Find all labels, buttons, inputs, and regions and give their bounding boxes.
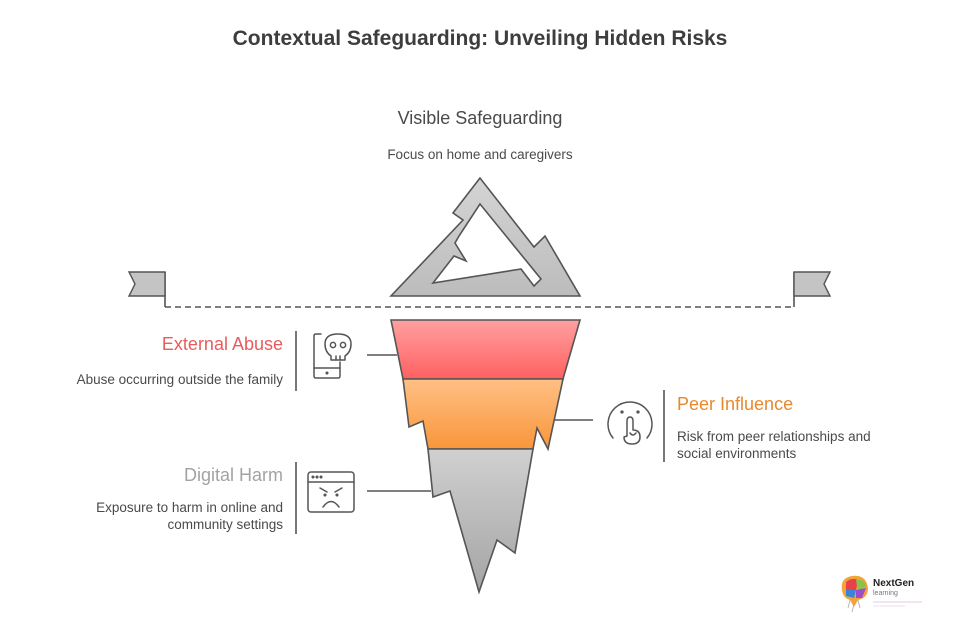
layer-peer-influence xyxy=(402,378,564,452)
peer-influence-description-line2: social environments xyxy=(677,446,797,461)
shushing-face-icon xyxy=(607,401,653,445)
layer-external-abuse xyxy=(390,319,582,380)
digital-harm-description-line1: Exposure to harm in online and xyxy=(96,500,283,515)
visible-safeguarding-description: Focus on home and caregivers xyxy=(387,147,573,162)
angry-browser-icon xyxy=(307,471,355,513)
logo-subtitle: learning xyxy=(873,590,898,597)
visible-safeguarding-heading: Visible Safeguarding xyxy=(397,108,563,128)
digital-harm-description-line2: community settings xyxy=(167,517,283,532)
right-flag-icon xyxy=(793,271,832,297)
phone-skull-icon xyxy=(313,333,352,379)
logo-name: NextGen xyxy=(873,578,915,589)
peer-influence-heading: Peer Influence xyxy=(677,394,794,414)
peer-influence-description-line1: Risk from peer relationships and xyxy=(677,429,871,444)
waterline xyxy=(127,271,832,308)
left-flag-icon xyxy=(127,271,166,297)
digital-harm-heading: Digital Harm xyxy=(183,465,283,485)
diagram-title: Contextual Safeguarding: Unveiling Hidde… xyxy=(232,27,728,50)
external-abuse-heading: External Abuse xyxy=(161,334,283,354)
layer-digital-harm xyxy=(427,448,534,595)
nextgen-logo-icon xyxy=(841,575,922,613)
external-abuse-description: Abuse occurring outside the family xyxy=(76,372,283,387)
mountain-peak-icon xyxy=(389,176,582,297)
